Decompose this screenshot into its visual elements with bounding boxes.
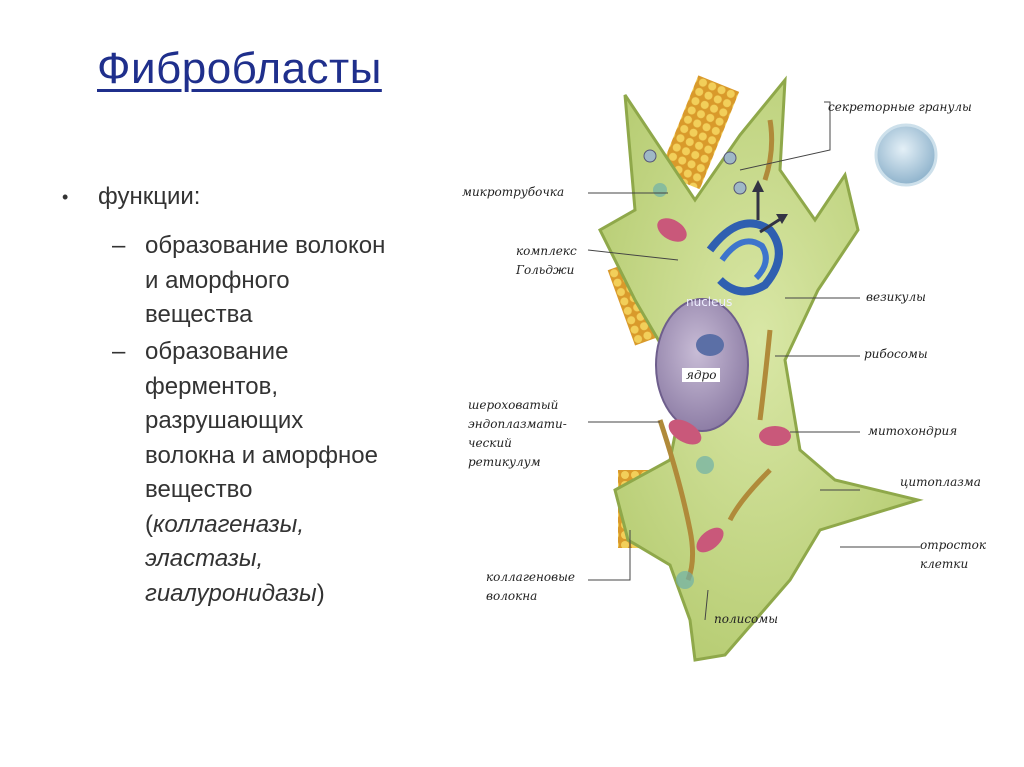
polysome [676,571,694,589]
arrow-icon [776,214,788,224]
vesicle [733,181,747,195]
label-collagen-fibers-line: коллагеновые [486,570,575,584]
label-cell-process-line: отросток [920,538,986,552]
paren-close: ) [316,579,325,607]
paren-open: ( [145,510,153,538]
enzyme-collagenase: коллагеназы, [153,510,304,538]
sub-item-line: вещества [145,301,253,328]
rough-er [762,119,775,181]
leader-lines [587,101,920,621]
label-nucleus-en: nucleus [686,295,733,309]
label-microtubule: микротрубочка [462,185,565,199]
label-cell-process-line: клетки [920,557,969,571]
bullet-functions-label: функции: [98,183,201,210]
sub-item-line: разрушающих [145,407,304,434]
label-cytoplasm: цитоплазма [900,475,981,489]
sub-item-line: образование [145,338,289,365]
secretory-granule [874,123,938,187]
fibroblast-diagram: секреторные гранулы микротрубочка компле… [440,60,1024,670]
polysome [653,183,667,197]
collagen-fiber [658,75,740,190]
sub-item-line: и аморфного [145,266,290,294]
label-collagen-fibers: коллагеновые волокна [486,568,575,606]
label-golgi-line: Гольджи [516,263,575,277]
fibroblast-cell-illustration [587,75,938,662]
enzyme-elastase: эластазы, [145,545,264,572]
rough-er [757,329,773,421]
sub-item-line: образование волокон [145,232,386,259]
sub-item-line: (коллагеназы, [145,508,378,543]
label-rough-er: шероховатый эндоплазмати- ческий ретикул… [468,396,567,472]
label-vesicles: везикулы [866,290,926,304]
label-secretory-granules: секреторные гранулы [828,100,972,114]
label-rough-er-line: шероховатый [468,398,559,412]
arrow-icon [752,180,764,192]
vesicle [643,149,657,163]
label-collagen-fibers-line: волокна [486,589,538,603]
golgi-complex [719,238,769,281]
label-cell-process: отросток клетки [920,536,986,574]
rough-er [657,419,696,581]
slide-title: Фибробласты [97,44,382,93]
dash: – [112,338,126,365]
mitochondrion [696,527,724,553]
polysome [696,456,714,474]
label-ribosomes: рибосомы [864,347,928,361]
arrow-icon [759,216,783,234]
label-nucleus: ядро [682,368,721,382]
mitochondrion [657,218,687,242]
sub-item-line: гиалуронидазы) [145,577,378,612]
sub-item-fibers-text: образование волокон и аморфного вещества [145,229,385,333]
rough-er [727,468,772,522]
cell-body [598,75,924,662]
golgi-complex [706,219,783,296]
label-mitochondria: митохондрия [868,424,958,438]
label-polysomes: полисомы [714,612,778,626]
nucleus [655,298,749,432]
label-golgi-line: комплекс [516,244,577,258]
sub-item-enzymes-text: образование ферментов, разрушающих волок… [145,335,378,611]
vesicle [723,151,737,165]
bullet-dot: • [62,187,69,207]
enzyme-hyaluronidase: гиалуронидазы [145,579,317,607]
label-rough-er-line: ретикулум [468,455,541,469]
label-rough-er-line: ческий [468,436,512,450]
label-golgi: комплекс Гольджи [516,242,577,280]
mitochondrion [668,419,702,445]
sub-item-line: ферментов, [145,372,279,400]
sub-item-line: вещество [145,476,253,503]
nucleolus [696,334,724,356]
dash: – [112,232,126,259]
mitochondrion [759,426,791,446]
sub-item-line: волокна и аморфное [145,441,379,469]
label-rough-er-line: эндоплазмати- [468,417,567,431]
